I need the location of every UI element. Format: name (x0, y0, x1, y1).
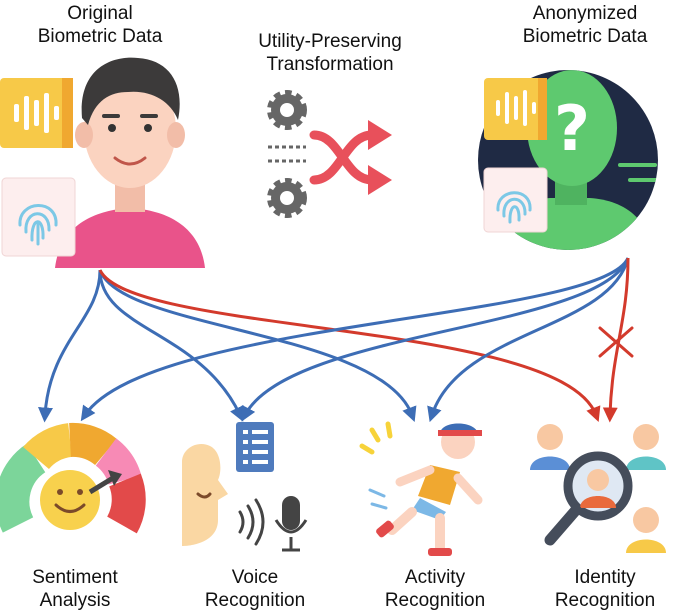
task-label-line2: Analysis (39, 590, 111, 611)
original-person-icon (55, 57, 205, 268)
task-label-line1: Voice (231, 567, 279, 588)
voice-card-icon (0, 78, 73, 148)
sentiment-analysis-label: Sentiment Analysis (0, 566, 150, 612)
gear-icon (267, 90, 307, 130)
anonymized-label-line2: Biometric Data (522, 26, 648, 47)
task-label-line2: Recognition (554, 590, 656, 611)
voice-recognition-icon (182, 422, 308, 552)
transformation-label: Utility-Preserving Transformation (225, 30, 435, 76)
transformation-label-line1: Utility-Preserving (258, 31, 402, 52)
sentiment-gauge-icon (0, 422, 146, 534)
task-label-line2: Recognition (204, 590, 306, 611)
arrows-from-anonymized (80, 257, 630, 423)
voice-recognition-label: Voice Recognition (180, 566, 330, 612)
activity-recognition-label: Activity Recognition (360, 566, 510, 612)
task-label-line1: Activity (404, 567, 466, 588)
identity-recognition-label: Identity Recognition (530, 566, 680, 612)
svg-text:?: ? (554, 92, 590, 165)
dotted-lines-icon (268, 145, 306, 163)
shuffle-icon (309, 130, 377, 185)
gear-icon (267, 178, 307, 218)
arrows-from-original (38, 269, 601, 423)
fingerprint-card-icon (1, 177, 76, 257)
blocked-cross-icon (598, 326, 634, 358)
voice-card-icon (484, 78, 547, 140)
fingerprint-card-icon (483, 167, 548, 233)
activity-runner-icon (359, 421, 483, 556)
anonymized-data-label: Anonymized Biometric Data (490, 2, 680, 48)
original-label-line1: Original (67, 3, 133, 24)
shuffle-arrowhead (368, 165, 392, 195)
anonymized-label-line1: Anonymized (532, 3, 638, 24)
task-label-line1: Sentiment (32, 567, 118, 588)
original-data-label: Original Biometric Data (0, 2, 200, 48)
identity-recognition-icon (530, 424, 666, 553)
original-label-line2: Biometric Data (37, 26, 163, 47)
task-label-line1: Identity (574, 567, 636, 588)
task-label-line2: Recognition (384, 590, 486, 611)
shuffle-arrowhead (368, 120, 392, 150)
transformation-label-line2: Transformation (266, 54, 394, 75)
